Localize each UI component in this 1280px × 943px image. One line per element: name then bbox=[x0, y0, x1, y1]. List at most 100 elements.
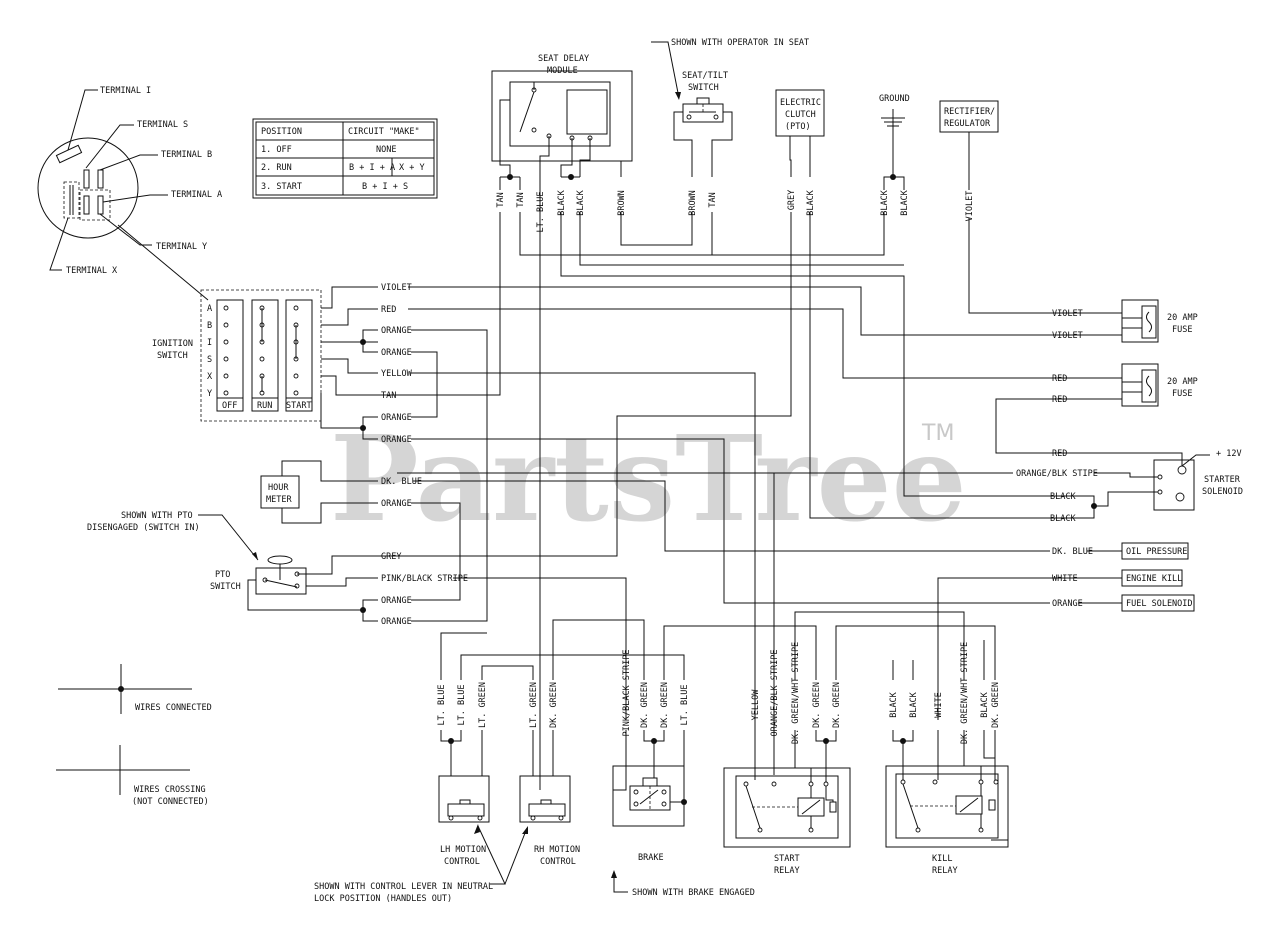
wire-orange-ign-1: ORANGE bbox=[381, 326, 412, 336]
wire-yellow-ign: YELLOW bbox=[381, 369, 413, 379]
ignition-switch bbox=[200, 289, 322, 422]
kill-relay-wire-label: WHITE bbox=[934, 692, 944, 718]
starter-title-2: SOLENOID bbox=[1202, 487, 1243, 497]
top-wire-label: BLACK bbox=[576, 189, 586, 215]
table-header-circuit: CIRCUIT "MAKE" bbox=[348, 127, 420, 137]
watermark-tm: TM bbox=[921, 421, 954, 446]
kill-relay-wire-label: DK. GREEN bbox=[991, 682, 1001, 728]
seat-delay-module bbox=[491, 70, 633, 245]
start-relay-title-2: RELAY bbox=[774, 866, 800, 876]
wire-grey-pto: GREY bbox=[381, 552, 401, 562]
ign-letter-a: A bbox=[207, 304, 212, 314]
seat-tilt-title-2: SWITCH bbox=[688, 83, 719, 93]
brake-title: BRAKE bbox=[638, 853, 664, 863]
kill-relay-title-2: RELAY bbox=[932, 866, 958, 876]
terminal-x-label: TERMINAL X bbox=[66, 266, 118, 276]
pto-note-2: DISENGAGED (SWITCH IN) bbox=[87, 523, 200, 533]
start-relay-wire-label: DK. GREEN bbox=[812, 682, 822, 728]
brake-wire-label: DK. GREEN bbox=[640, 682, 650, 728]
terminal-i-label: TERMINAL I bbox=[100, 86, 151, 96]
ign-letter-y: Y bbox=[207, 389, 212, 399]
fuse2-title-2: FUSE bbox=[1172, 389, 1192, 399]
table-cell-run-1: B + I + A bbox=[349, 163, 395, 173]
lh-motion-title-2: CONTROL bbox=[444, 857, 480, 867]
ign-letter-b: B bbox=[207, 321, 212, 331]
kill-relay-title-1: KILL bbox=[932, 854, 952, 864]
rh-motion-control bbox=[519, 775, 571, 823]
lever-note-1: SHOWN WITH CONTROL LEVER IN NEUTRAL bbox=[314, 882, 493, 892]
wire-orange-ign-4: ORANGE bbox=[381, 435, 412, 445]
ign-letter-s: S bbox=[207, 355, 212, 365]
top-wire-label: TAN bbox=[516, 192, 526, 207]
main-wiring bbox=[378, 212, 1183, 790]
seat-tilt-note: SHOWN WITH OPERATOR IN SEAT bbox=[671, 38, 809, 48]
seat-tilt-title-1: SEAT/TILT bbox=[682, 71, 728, 81]
lever-note-2: LOCK POSITION (HANDLES OUT) bbox=[314, 894, 452, 904]
terminal-s-label: TERMINAL S bbox=[137, 120, 188, 130]
pto-title-2: SWITCH bbox=[210, 582, 241, 592]
seat-tilt-switch bbox=[651, 41, 733, 177]
ign-letter-i: I bbox=[207, 338, 212, 348]
starter-wire-black-1: BLACK bbox=[1050, 492, 1076, 502]
wire-orange-ign-2: ORANGE bbox=[381, 348, 412, 358]
starter-wire-black-2: BLACK bbox=[1050, 514, 1076, 524]
motion-wire-label: LT. BLUE bbox=[457, 685, 467, 726]
lh-motion-control bbox=[438, 775, 490, 823]
kill-relay-wire-label: BLACK bbox=[909, 691, 919, 717]
right-box-wiring bbox=[1075, 542, 1195, 612]
wire-red-ign: RED bbox=[381, 305, 396, 315]
pto-switch bbox=[198, 514, 378, 622]
top-wire-label: BROWN bbox=[688, 190, 698, 216]
bottom-note-arrows bbox=[474, 824, 628, 893]
wire-orange-pto-1: ORANGE bbox=[381, 596, 412, 606]
starter-wire-orange-blk: ORANGE/BLK STIPE bbox=[1016, 469, 1098, 479]
wire-tan-ign: TAN bbox=[381, 391, 396, 401]
start-relay bbox=[723, 767, 851, 848]
top-wire-label: BLACK bbox=[806, 189, 816, 215]
ign-col-off: OFF bbox=[222, 401, 237, 411]
terminal-a-label: TERMINAL A bbox=[171, 190, 222, 200]
legend bbox=[56, 664, 192, 795]
fuse2-wire-red-2: RED bbox=[1052, 395, 1067, 405]
hour-meter-title-1: HOUR bbox=[268, 483, 289, 493]
top-wire-label: BROWN bbox=[617, 190, 627, 216]
fuse1-title-1: 20 AMP bbox=[1167, 313, 1198, 323]
top-wire-label: BLACK bbox=[557, 189, 567, 215]
table-header-position: POSITION bbox=[261, 127, 302, 137]
ignition-switch-title-1: IGNITION bbox=[152, 339, 193, 349]
top-wire-label: BLACK bbox=[900, 189, 910, 215]
wire-orange-ign-3: ORANGE bbox=[381, 413, 412, 423]
top-wire-label: TAN bbox=[496, 192, 506, 207]
wire-dkblue-hm: DK. BLUE bbox=[381, 477, 422, 487]
top-wire-label: VIOLET bbox=[965, 191, 975, 222]
wire-dkblue-oil: DK. BLUE bbox=[1052, 547, 1093, 557]
motion-wire-label: LT. GREEN bbox=[478, 682, 488, 728]
ign-col-run: RUN bbox=[257, 401, 272, 411]
seat-delay-title-1: SEAT DELAY bbox=[538, 54, 589, 64]
table-cell-start: B + I + S bbox=[362, 182, 408, 192]
wire-violet-ign: VIOLET bbox=[381, 283, 412, 293]
hour-meter-title-2: METER bbox=[266, 495, 292, 505]
starter-title-1: STARTER bbox=[1204, 475, 1241, 485]
kill-relay-wire-label: BLACK bbox=[889, 691, 899, 717]
wire-orange-hm: ORANGE bbox=[381, 499, 412, 509]
table-row-off: 1. OFF bbox=[261, 145, 292, 155]
brake-wire-label: DK. GREEN bbox=[660, 682, 670, 728]
ignition-switch-title-2: SWITCH bbox=[157, 351, 188, 361]
watermark: PartsTree bbox=[330, 409, 967, 548]
brake-note: SHOWN WITH BRAKE ENGAGED bbox=[632, 888, 755, 898]
wire-white-kill: WHITE bbox=[1052, 574, 1078, 584]
rh-motion-title-1: RH MOTION bbox=[534, 845, 580, 855]
top-wire-label: BLACK bbox=[880, 189, 890, 215]
electric-clutch bbox=[775, 89, 825, 177]
ign-letter-x: X bbox=[207, 372, 213, 382]
terminal-b-label: TERMINAL B bbox=[161, 150, 212, 160]
pto-title-1: PTO bbox=[215, 570, 230, 580]
fuse-1 bbox=[1078, 299, 1159, 343]
table-cell-none: NONE bbox=[376, 145, 396, 155]
table-row-run: 2. RUN bbox=[261, 163, 292, 173]
brake-wire-label: PINK/BLACK STRIPE bbox=[622, 650, 632, 737]
rectifier-regulator bbox=[939, 100, 999, 190]
